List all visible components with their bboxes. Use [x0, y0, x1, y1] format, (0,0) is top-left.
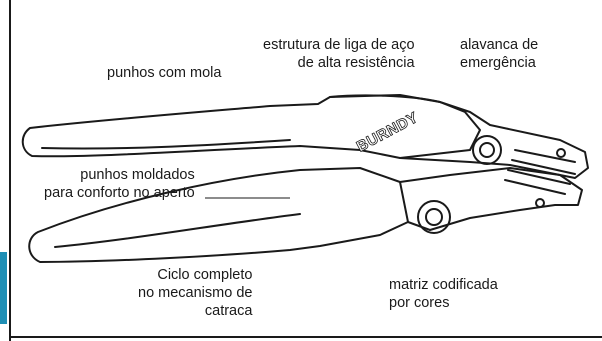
ratchet-pivot-inner	[425, 208, 443, 226]
die-slot-4	[504, 179, 566, 195]
label-emergency-lever: alavanca de emergência	[460, 37, 539, 71]
upper-frame	[329, 94, 589, 179]
lower-handle	[28, 167, 409, 263]
upper-handle-grip-line	[41, 139, 291, 150]
accent-bar	[0, 252, 7, 324]
label-color-coded-die: matriz codificada por cores	[389, 277, 498, 311]
lower-handle-grip-line	[54, 213, 301, 248]
main-pivot-outer	[472, 135, 502, 165]
left-border	[9, 0, 11, 341]
main-pivot-inner	[479, 142, 495, 158]
rivet-top	[556, 148, 566, 158]
label-ratchet-cycle: Ciclo completo no mecanismo de catraca	[138, 267, 253, 319]
label-molded-grips: punhos moldados para conforto no aperto	[44, 167, 195, 201]
die-slot-2	[511, 159, 576, 175]
die-slot-1	[514, 149, 576, 163]
upper-handle	[21, 94, 481, 159]
label-spring-handles: punhos com mola	[107, 65, 222, 81]
die-slot-3	[507, 169, 571, 185]
ratchet-pivot-outer	[417, 200, 451, 234]
rivet-bottom	[535, 198, 545, 208]
label-steel-frame: estrutura de liga de aço de alta resistê…	[263, 37, 415, 71]
bottom-border	[9, 336, 602, 338]
lower-jaw	[399, 167, 583, 231]
